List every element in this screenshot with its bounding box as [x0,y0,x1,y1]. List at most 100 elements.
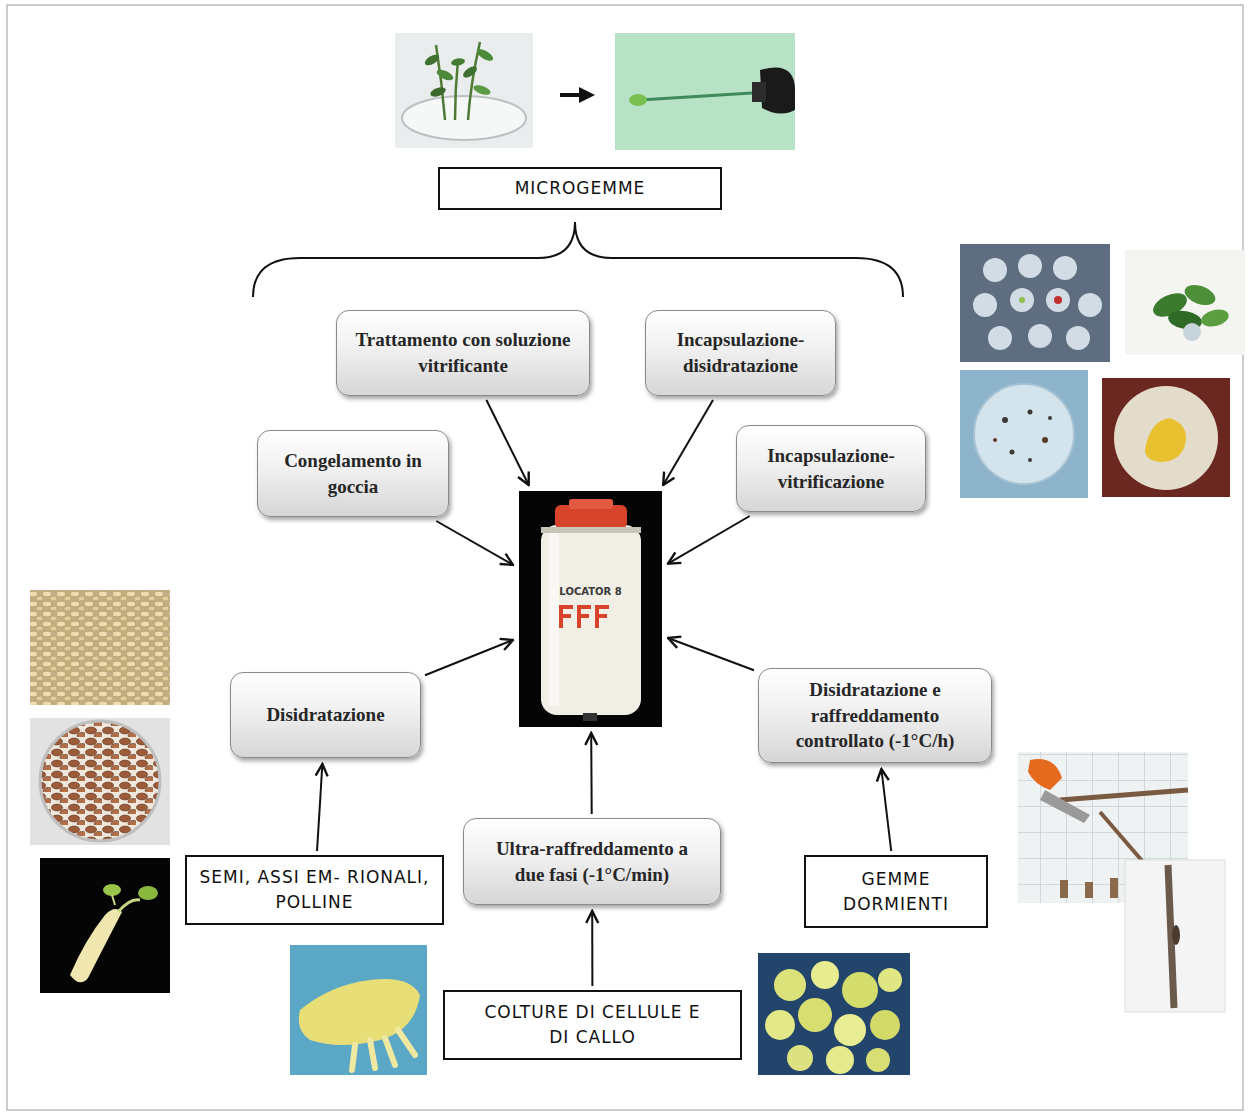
photo-cell-clusters [826,1046,854,1074]
transfer-arrow [579,87,595,103]
photo-embryo [118,900,140,912]
photo-bead-close [1028,458,1032,462]
photo-dormant-bud [1125,860,1225,1012]
photo-bead-close [993,438,997,442]
photo-pale-seeds [30,590,170,705]
photo-plantlet [1183,323,1201,341]
group-brace [253,222,903,297]
photo-bead-close [1002,417,1008,423]
box-text: GEMME DORMIENTI [816,867,976,916]
dewar-drawing [519,491,662,727]
photo-bead-close [960,370,1088,498]
photo-cell-clusters [842,972,878,1008]
photo-embryo [138,886,158,900]
arrow-connector [425,640,513,675]
photo-beads [960,244,1110,362]
photo-brown-seeds [30,718,170,845]
box-text: Congelamento in goccia [272,448,434,499]
photo-plants-in-dish [423,53,441,68]
brand-text: LOCATOR 8 [519,586,662,597]
photo-cell-clusters [870,1010,900,1040]
photo-embryo [40,858,170,993]
box-text: Disidratazione [266,702,384,728]
dewar-drawing [559,605,609,628]
photo-beads [1054,296,1062,304]
photo-beads [988,326,1012,350]
arrow-connector [668,638,754,670]
photo-bead-close [960,370,1088,498]
photo-cell-clusters [765,1010,795,1040]
photo-beads [960,244,1110,362]
method-box: Incapsulazione-vitrificazione [736,425,926,512]
photo-embryo [40,858,170,993]
photo-plants-in-dish [450,57,465,66]
photo-beads [1018,254,1042,278]
photo-cell-clusters [787,1045,813,1071]
method-box: Congelamento in goccia [257,430,449,517]
dewar-drawing [583,713,597,721]
photo-pruning [1085,882,1093,898]
photo-cell-clusters [758,953,910,1075]
photo-plants-in-dish [461,64,479,80]
photo-bead-yellow [1145,418,1186,462]
method-box: Disidratazione e raffreddamento controll… [758,668,992,763]
photo-cell-clusters [774,969,806,1001]
photo-plantlet [1199,307,1230,330]
photo-pruning [1060,790,1188,800]
photo-dormant-bud [1172,925,1180,945]
box-text: Incapsulazione-disidratazione [660,327,821,378]
photo-embryo [103,884,121,896]
photo-cell-clusters [798,998,832,1032]
photo-bead-close [1028,410,1033,415]
photo-plants-in-dish [435,68,455,83]
photo-beads [983,258,1007,282]
photo-plantlet [1125,250,1245,355]
photo-beads [1028,324,1052,348]
photo-bead-close [1010,450,1015,455]
label-box: MICROGEMME [438,167,722,210]
photo-microgem [640,92,768,100]
photo-callus [290,945,427,1075]
photo-bead-close [1048,416,1052,420]
photo-plants-in-dish [472,83,492,97]
photo-brown-seeds [30,718,170,845]
photo-beads [1066,326,1090,350]
photo-pale-seeds [30,590,170,705]
photo-plants-in-dish [475,47,495,63]
dewar-drawing [541,525,641,715]
photo-embryo [112,895,115,905]
photo-microgem [752,82,766,102]
photo-bead-yellow [1114,386,1218,490]
method-box: Trattamento con soluzione vitrificante [336,310,590,396]
photo-bead-yellow [1102,378,1230,497]
photo-cell-clusters [878,968,902,992]
photo-callus [352,1030,415,1070]
photo-pruning [1060,880,1068,898]
box-text: COLTURE DI CELLULE E DI CALLO [473,1000,712,1049]
arrow-connector [590,733,593,814]
photo-cell-clusters [758,953,910,1075]
photo-brown-seeds [40,721,160,841]
arrow-connector [591,911,593,986]
dewar-drawing [519,491,662,727]
method-box: Disidratazione [230,672,421,758]
box-text: SEMI, ASSI EM- RIONALI, POLLINE [199,865,430,914]
dewar-drawing [569,499,613,509]
transfer-arrow [560,87,595,103]
arrow-connector [881,769,891,851]
photo-plants-in-dish [395,33,533,148]
photo-microgem [615,33,795,150]
photo-beads [1078,293,1102,317]
transfer-arrow [560,93,582,97]
box-text: MICROGEMME [515,176,646,201]
method-box: Ultra-raffreddamento a due fasi (-1°C/mi… [463,818,721,905]
method-box: Incapsulazione-disidratazione [645,310,836,396]
photo-pruning [1028,759,1062,790]
photo-pruning [1110,878,1118,898]
label-box: COLTURE DI CELLULE E DI CALLO [443,990,742,1060]
photo-bead-close [1042,437,1048,443]
dewar-drawing [549,531,559,706]
box-text: Disidratazione e raffreddamento controll… [773,677,977,754]
photo-bead-yellow [1102,378,1230,497]
